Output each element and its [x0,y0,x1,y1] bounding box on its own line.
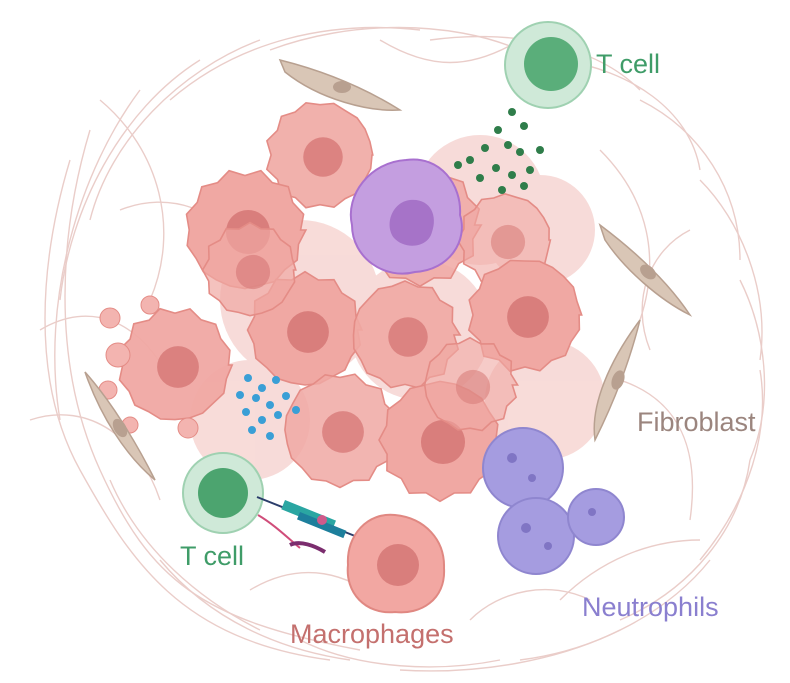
cytokine-dot [258,416,266,424]
cytokine-dot [282,392,290,400]
cytokine-dot [292,406,300,414]
label-t-cell-top: T cell [596,49,660,79]
label-macrophages: Macrophages [290,619,454,649]
cytokine-dot [492,164,500,172]
cytokine-dot [266,432,274,440]
tumor-cell-nucleus [157,346,199,388]
cytokine-dot [476,174,484,182]
label-t-cell-bottom: T cell [180,541,244,571]
cytokine-dots-green [454,108,544,194]
tcr-synapse [256,496,366,554]
cytokine-dot [508,108,516,116]
tumor-cell-nucleus [322,411,364,453]
tumor-cell-nucleus [287,311,329,353]
cytokine-dot [272,376,280,384]
t-cell-top [504,21,592,109]
cytokine-dot [508,171,516,179]
cytokine-dot [244,374,252,382]
tumor-cell-nucleus [303,137,343,177]
label-neutrophils: Neutrophils [582,592,719,622]
cytokine-dot [236,391,244,399]
cytokine-dot [252,394,260,402]
tumor-cell-nucleus [507,296,549,338]
cell-bleb [177,417,199,439]
cytokine-dot [520,182,528,190]
cytokine-dot [536,146,544,154]
cytokine-dot [454,161,462,169]
t-cell-bottom [182,452,264,534]
tumor-cell-nucleus [420,419,466,465]
neutrophil-cells [482,427,625,575]
extracellular-matrix-fibers [29,26,766,672]
cytokine-dots-blue [236,374,300,440]
cytokine-dot [494,126,502,134]
purple-immune-cell [349,158,463,275]
cytokine-dot [526,166,534,174]
cytokine-dot [498,186,506,194]
tumor-cell-nucleus [455,369,491,405]
fibroblast-cells [84,58,693,481]
tumor-cell-nucleus [235,254,271,290]
cytokine-dot [466,156,474,164]
cytokine-dot [516,148,524,156]
cell-bleb [99,307,121,329]
cytokine-dot [258,384,266,392]
cytokine-dot [481,144,489,152]
cytokine-dot [504,141,512,149]
cytokine-dot [274,411,282,419]
cell-bleb [140,295,160,315]
tumor-cell-nucleus [388,317,428,357]
cytokine-dot [248,426,256,434]
cell-bleb [105,342,131,368]
label-fibroblast: Fibroblast [637,407,756,437]
cytokine-dot [242,408,250,416]
macrophage-cell [346,513,446,614]
cytokine-dot [266,401,274,409]
cytokine-dot [520,122,528,130]
tumor-cell-nucleus [490,224,526,260]
